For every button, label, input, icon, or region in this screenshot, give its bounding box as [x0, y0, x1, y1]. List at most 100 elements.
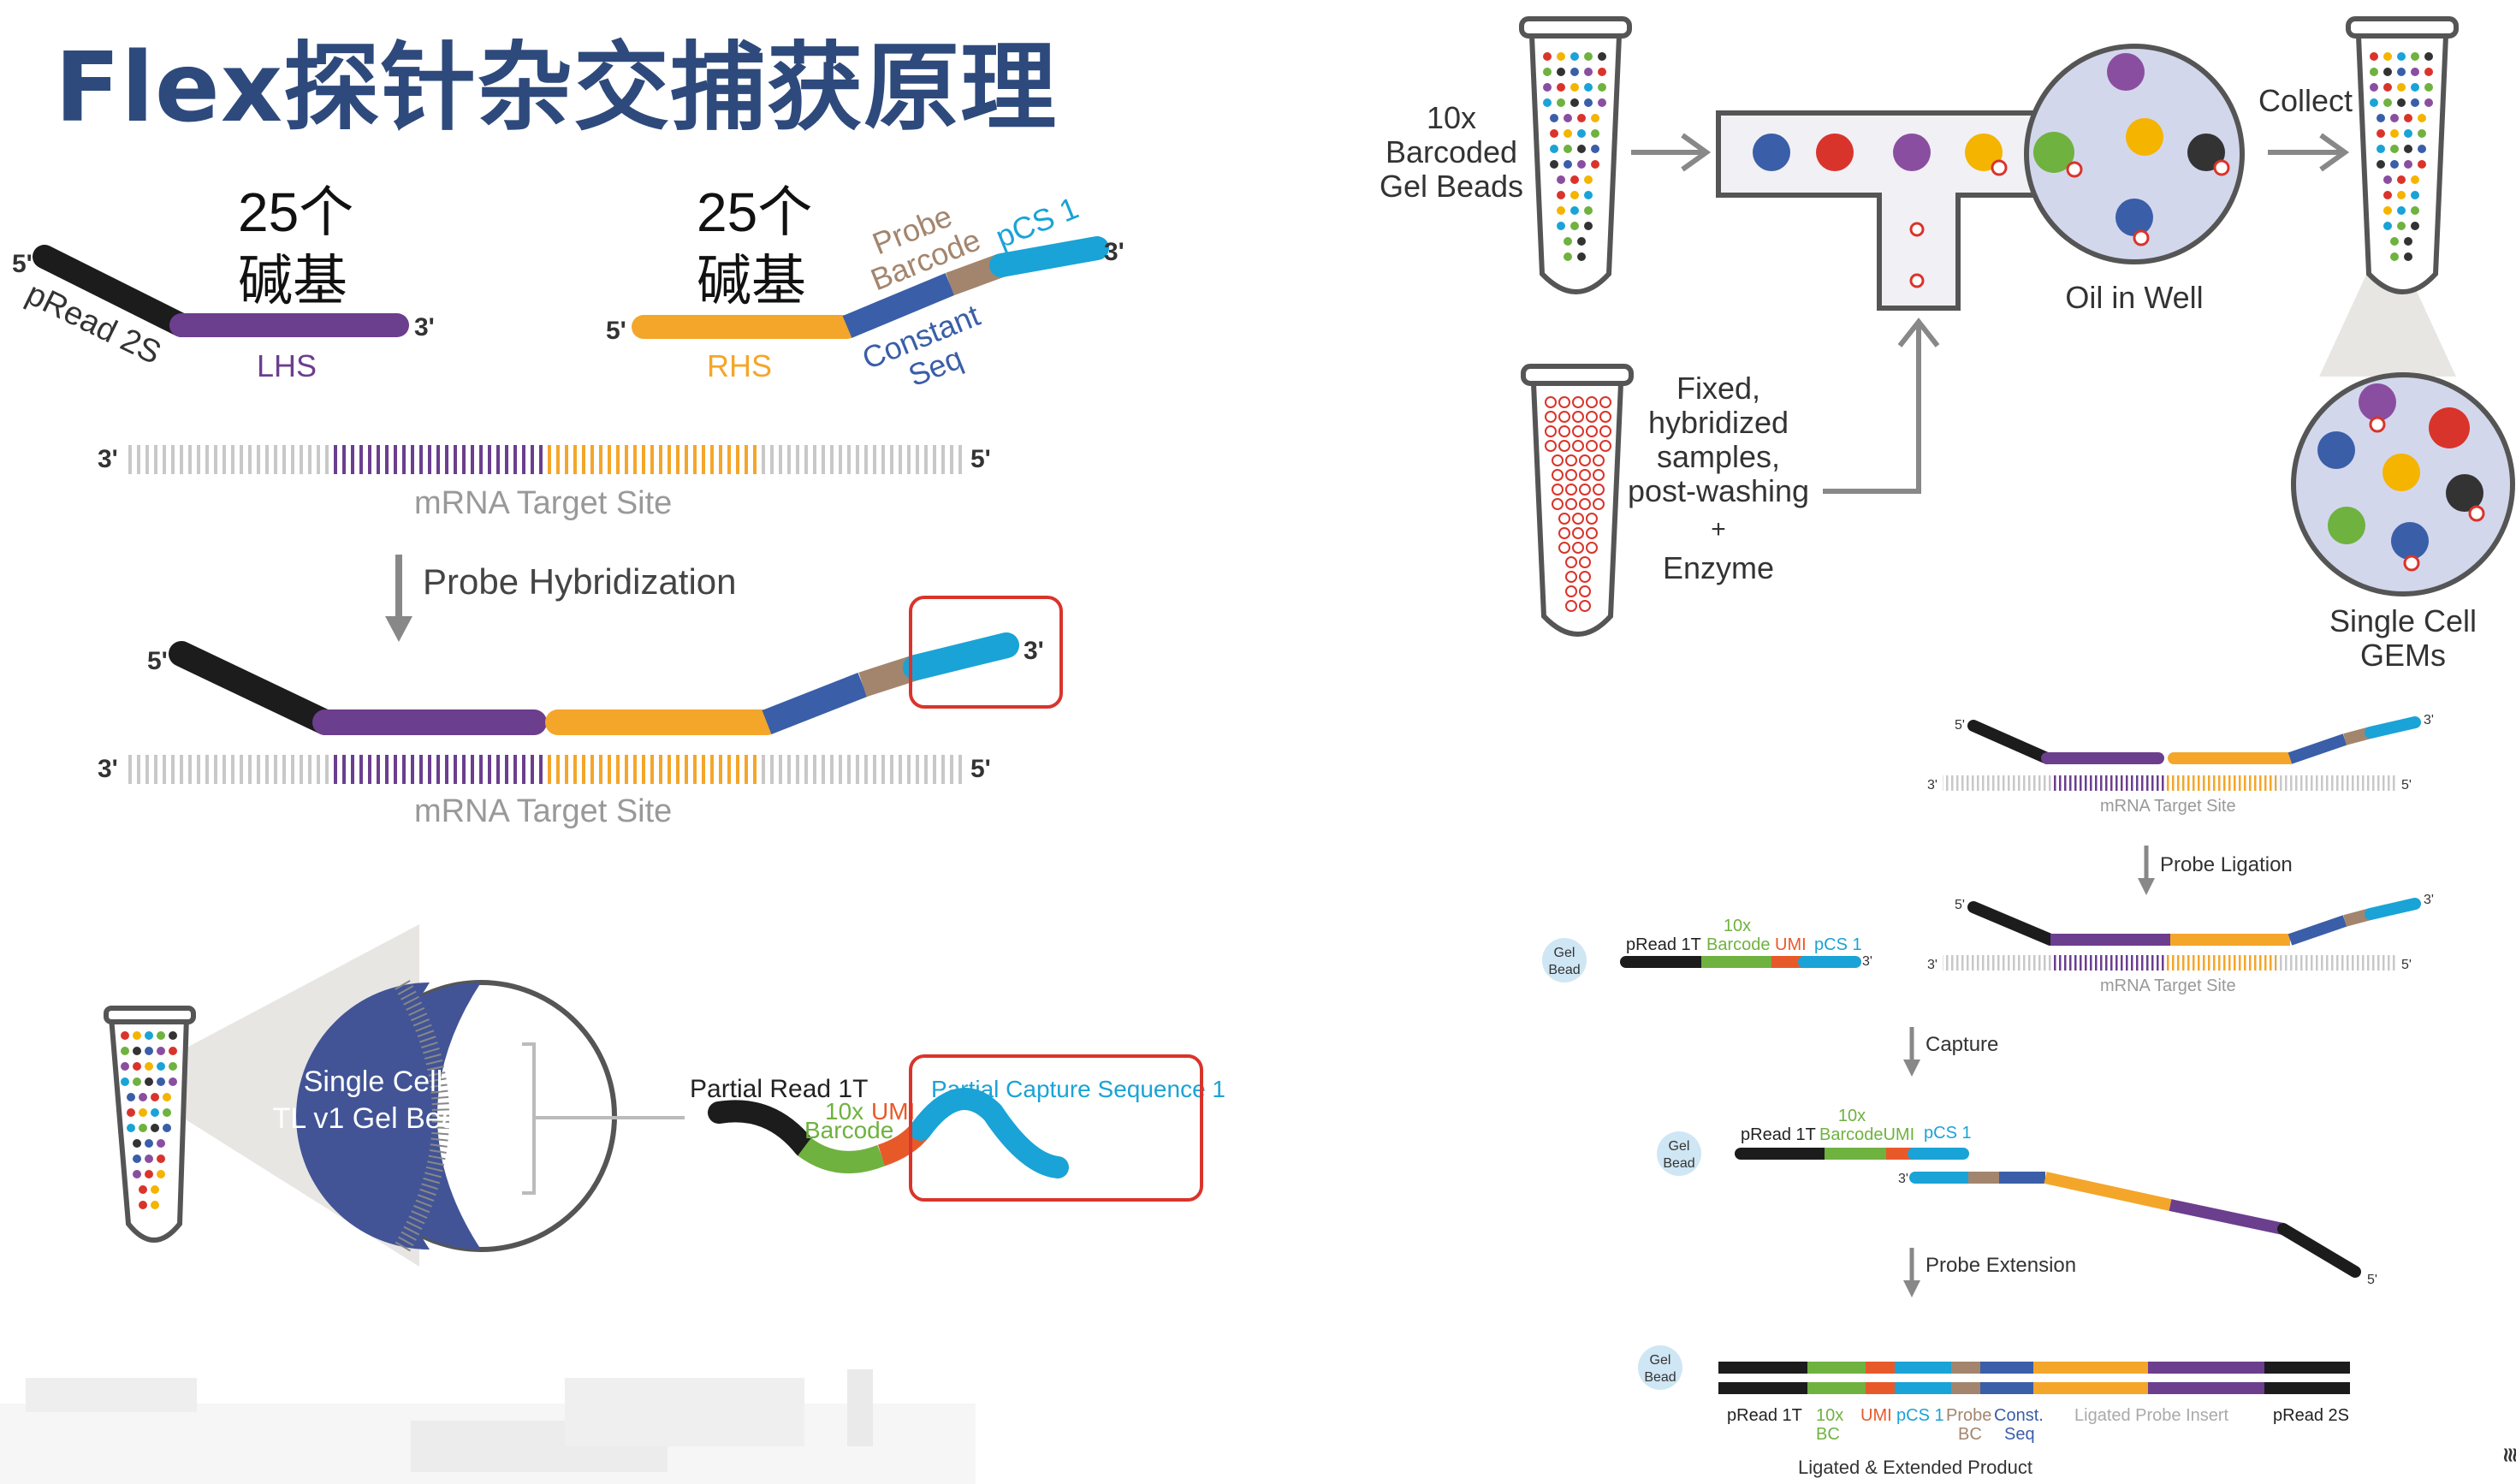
prod-pread1t: pRead 1T [1727, 1406, 1802, 1425]
gems-label-1: Single Cell [2329, 603, 2477, 638]
lig2-e5: 5' [1955, 898, 1965, 912]
pread2s-segment [33, 245, 193, 337]
page-title: Flex探针杂交捕获原理 [55, 33, 1058, 144]
ligation-diagram-2: 5' 3' 3' 5' mRNA Target Site [1927, 893, 2434, 995]
cap2-pcs: pCS 1 [1924, 1124, 1972, 1143]
oil-label: Oil in Well [2065, 280, 2203, 315]
lig1-t3: 3' [1927, 778, 1937, 792]
gel-bead-icon [1542, 938, 1587, 982]
lhs-label: LHS [257, 348, 317, 383]
prod-bc: BC [1816, 1425, 1840, 1444]
cap2-bcumi: BarcodeUMI [1819, 1125, 1914, 1144]
hybridization-label: Probe Hybridization [423, 561, 737, 602]
sample-label-2: hybridized [1648, 405, 1789, 440]
pcs1-highlight-box [909, 596, 1063, 709]
barcode-label-1: 10x [825, 1098, 863, 1125]
lhs-end3: 3' [414, 313, 435, 341]
cap2-e5: 5' [2367, 1273, 2377, 1287]
constant-seq-segment [842, 273, 955, 338]
lig2-target: mRNA Target Site [2100, 976, 2236, 995]
rhs-end5: 5' [606, 317, 626, 345]
prod-umi: UMI [1860, 1406, 1892, 1425]
prod-seq: Seq [2004, 1425, 2035, 1444]
hybridized-probe: 5' 3' [147, 596, 1063, 735]
prod-pread2s: pRead 2S [2273, 1406, 2349, 1425]
lhs-end5: 5' [12, 250, 33, 278]
final-product: Gel Bead pRead 1T 10x BC UMI pCS 1 Probe… [1638, 1345, 2350, 1478]
prod-probe-bc: BC [1958, 1425, 1982, 1444]
bead-label-1: Single Cell [304, 1066, 443, 1098]
gel3-label-1: Gel [1650, 1353, 1671, 1368]
collect-label: Collect [2258, 83, 2353, 118]
sample-label-1: Fixed, [1676, 371, 1760, 406]
lig1-t5: 5' [2401, 778, 2412, 792]
cap2-10x: 10x [1838, 1107, 1866, 1125]
collect-arrow-icon [2268, 133, 2350, 172]
product-caption: Ligated & Extended Product [1798, 1457, 2032, 1478]
enzyme-label: Enzyme [1663, 550, 1774, 585]
rhs-label: RHS [707, 348, 772, 383]
barcoded-beads-tube: 10x Barcoded Gel Beads [1380, 16, 1712, 294]
target2-end5: 5' [970, 755, 991, 783]
sample-label-3: samples, [1657, 439, 1780, 474]
hybridization-step: Probe Hybridization [385, 555, 737, 642]
capture-oligo: Partial Read 1T 10x Barcode UMI Partial … [690, 1054, 1225, 1202]
cap2-read: pRead 1T [1741, 1125, 1816, 1144]
extension-label: Probe Extension [1926, 1254, 2076, 1277]
target2-end3: 3' [98, 755, 118, 783]
bead-label-2: TL v1 Gel Bead [273, 1102, 474, 1135]
hyb-end5: 5' [147, 647, 168, 675]
capture-highlight-box [909, 1054, 1203, 1202]
rhs-bases-label-1: 25个 [697, 181, 812, 243]
ligation-arrow-icon [2138, 878, 2155, 895]
cap-read: pRead 1T [1626, 935, 1701, 954]
barcode-label-2: Barcode [804, 1117, 893, 1143]
cap-pcs: pCS 1 [1814, 935, 1862, 954]
sample-tube: Fixed, hybridized samples, post-washing … [1521, 318, 1940, 637]
gel3-label-2: Bead [1644, 1370, 1676, 1385]
arrow-up-icon [1823, 318, 1940, 494]
lig1-target: mRNA Target Site [2100, 797, 2236, 816]
sample-label-4: post-washing [1628, 473, 1809, 508]
gems-label-2: GEMs [2360, 638, 2446, 673]
cap-10x: 10x [1724, 917, 1751, 935]
plus-label: + [1711, 515, 1726, 543]
ligation-label: Probe Ligation [2160, 853, 2293, 876]
capture-oligo-right: Gel Bead 3' pRead 1T 10x Barcode UMI pCS… [1542, 917, 1872, 982]
capture-label: Capture [1926, 1033, 1998, 1056]
cap-barcode: Barcode [1706, 935, 1771, 954]
cap2-e3: 3' [1898, 1172, 1908, 1186]
tube-icon [108, 1014, 190, 1243]
extension-arrow-icon [1903, 1280, 1920, 1297]
background-watermark [0, 1369, 976, 1484]
beads-label-2: Barcoded [1386, 134, 1517, 169]
pcs1-segment [989, 236, 1109, 277]
lhs-bases-label-2: 碱基 [238, 250, 347, 312]
ligation-diagram-1: 5' 3' 3' 5' mRNA Target Site [1927, 713, 2434, 816]
mrna-target-1: 3' 5' mRNA Target Site [98, 445, 991, 521]
lig1-e5: 5' [1955, 718, 1965, 733]
arrow-right-icon [1631, 133, 1712, 172]
target1-end3: 3' [98, 445, 118, 473]
collect-tube-icon [2355, 33, 2449, 294]
lig1-e3: 3' [2424, 713, 2434, 727]
target2-label: mRNA Target Site [414, 793, 672, 829]
hyb-end3: 3' [1024, 637, 1044, 665]
gel-bead-illustration: Single Cell TL v1 Gel Bead [104, 924, 685, 1267]
capture-arrow-icon [1903, 1060, 1920, 1077]
gel2-label-1: Gel [1669, 1139, 1690, 1154]
collected-tube: Single Cell GEMs [2291, 16, 2515, 673]
lig2-t3: 3' [1927, 958, 1937, 972]
lig2-e3: 3' [2424, 893, 2434, 907]
gel-label-2: Bead [1548, 963, 1580, 977]
captured-structure: Gel Bead pRead 1T 10x BarcodeUMI pCS 1 3… [1657, 1107, 2377, 1287]
lig2-t5: 5' [2401, 958, 2412, 972]
beads-label-1: 10x [1427, 100, 1476, 135]
gel-label-1: Gel [1554, 946, 1575, 960]
capture-seq-label: Partial Capture Sequence 1 [931, 1076, 1225, 1102]
prod-insert: Ligated Probe Insert [2074, 1406, 2229, 1425]
rhs-probe: 5' 3' RHS 25个 碱基 Probe Barcode pCS 1 Con… [606, 181, 1124, 393]
prod-pcs: pCS 1 [1896, 1406, 1944, 1425]
svg-text:≋: ≋ [2499, 1446, 2516, 1463]
